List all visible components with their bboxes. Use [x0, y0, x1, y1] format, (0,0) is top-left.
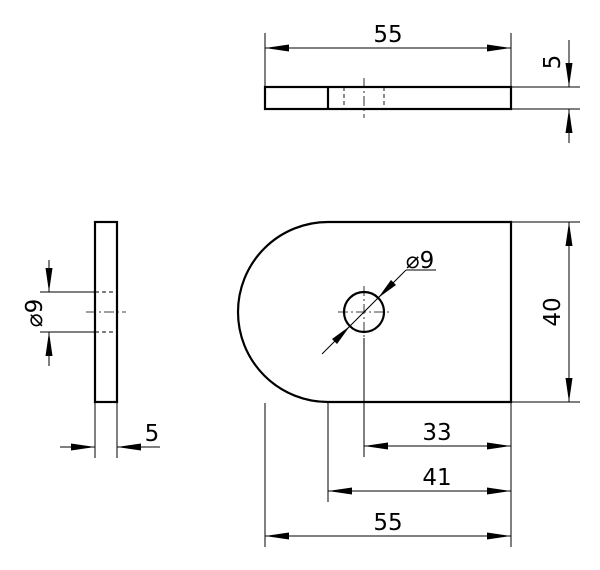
front-dim-55-arrow-right: [487, 532, 511, 540]
front-dim-41-text: 41: [422, 465, 451, 491]
side-dim-5-arrow-right: [117, 443, 141, 451]
top-dim-5-arrow-bottom: [565, 109, 573, 133]
top-view-outline: [263, 85, 513, 111]
front-dim-40-text: 40: [540, 297, 566, 326]
front-dim-55-arrow-left: [265, 532, 289, 540]
front-view: ⌀9 40 33 41 55: [236, 220, 580, 547]
side-view: ⌀9 5: [22, 220, 160, 458]
front-dim-41-arrow-right: [487, 487, 511, 495]
top-dim-5-text: 5: [540, 55, 566, 70]
front-dim-40-arrow-top: [565, 222, 573, 246]
front-dim-d9-arrow-upper: [378, 280, 396, 298]
front-dim-33-text: 33: [422, 420, 451, 446]
front-view-outline: [236, 220, 513, 404]
top-view: 55 5: [263, 22, 580, 143]
front-dim-40-arrow-bottom: [565, 378, 573, 402]
front-dim-d9-text: ⌀9: [406, 248, 434, 274]
front-dim-d9-arrow-lower: [332, 326, 350, 344]
side-dim-d9-arrow-bottom: [45, 332, 53, 356]
side-dim-5-text: 5: [145, 421, 160, 447]
top-dim-55-text: 55: [373, 22, 402, 48]
top-dim-5-arrow-top: [565, 63, 573, 87]
front-dim-41-arrow-left: [328, 487, 352, 495]
side-dim-d9-arrow-top: [45, 268, 53, 292]
front-dim-33-arrow-left: [364, 442, 388, 450]
top-dim-55-arrow-left: [265, 44, 289, 52]
front-dim-55-text: 55: [373, 510, 402, 536]
top-dim-55-arrow-right: [487, 44, 511, 52]
front-dim-33-arrow-right: [487, 442, 511, 450]
side-dim-d9-text: ⌀9: [22, 299, 48, 327]
side-dim-5-arrow-left: [71, 443, 95, 451]
